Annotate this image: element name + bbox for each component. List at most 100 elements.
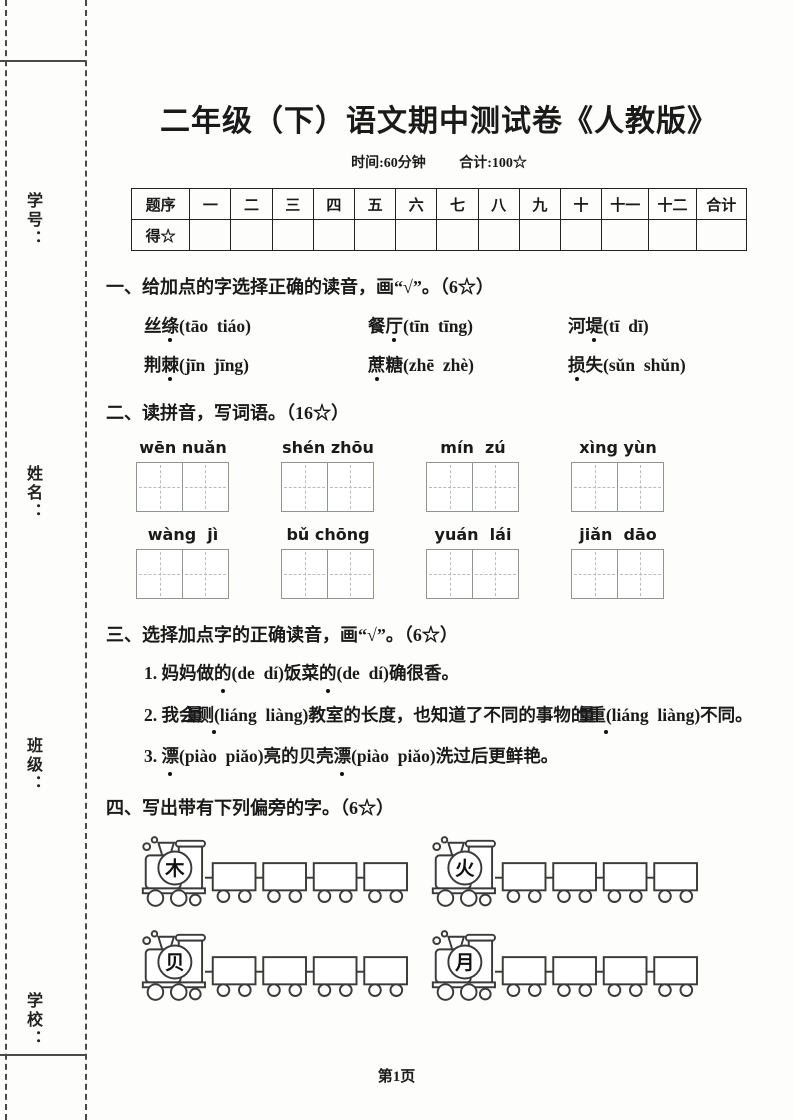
section1-row1: 丝绦(tāo tiáo) 餐厅(tīn tīng) 河堤(tī dī) xyxy=(100,313,778,338)
score-table-header-row: 题序 一 二 三 四 五 六 七 八 九 十 十一 十二 合计 xyxy=(130,188,748,220)
score-blank-cell xyxy=(312,219,356,251)
margin-dashed-line xyxy=(85,0,87,1120)
score-table-cell: 一 xyxy=(189,188,232,220)
radical-character: 贝 xyxy=(165,952,184,973)
margin-tick-top xyxy=(0,60,86,62)
pinyin-word-group: shén zhōu xyxy=(281,438,375,512)
pinyin-word-group: yuán lái xyxy=(426,525,520,599)
word-choice-item: 河堤(tī dī) xyxy=(568,313,649,338)
pinyin-label: wēn nuǎn xyxy=(139,438,227,457)
score-table-cell: 合计 xyxy=(695,188,748,220)
sentence-item: 3. 漂(piào piǎo)亮的贝壳漂(piào piǎo)洗过后更鲜艳。 xyxy=(100,741,778,772)
writing-cell xyxy=(281,549,328,599)
score-table-cell: 七 xyxy=(436,188,479,220)
writing-cell xyxy=(616,462,664,512)
score-table: 题序 一 二 三 四 五 六 七 八 九 十 十一 十二 合计 得☆ xyxy=(130,188,748,251)
word-choice-item: 荆棘(jīn jīng) xyxy=(144,352,368,377)
score-table-cell: 四 xyxy=(312,188,356,220)
writing-cell xyxy=(281,462,328,512)
score-table-cell: 三 xyxy=(271,188,314,220)
score-blank-cell xyxy=(601,219,650,251)
pinyin-word-group: wēn nuǎn xyxy=(136,438,230,512)
radical-character: 木 xyxy=(164,857,185,880)
writing-cell xyxy=(136,462,183,512)
section2-title: 二、读拼音，写词语。（16☆） xyxy=(106,403,349,423)
pinyin-label: wàng jì xyxy=(147,525,219,544)
word-choice-item: 餐厅(tīn tīng) xyxy=(368,313,568,338)
score-blank-cell xyxy=(271,219,314,251)
margin-tick-bottom xyxy=(0,1054,86,1056)
sentence-item: 2. 我会测量(liáng liàng)教室的长度，也知道了不同的事物的重量(l… xyxy=(144,704,753,725)
score-table-cell: 五 xyxy=(354,188,397,220)
section1-title: 一、给加点的字选择正确的读音，画“√”。（6☆） xyxy=(106,277,494,297)
radical-character: 月 xyxy=(454,952,474,973)
score-table-cell: 八 xyxy=(477,188,520,220)
student-id-label: 学号： xyxy=(24,192,41,249)
score-table-cell: 二 xyxy=(230,188,273,220)
word-choice-item: 损失(sǔn shǔn) xyxy=(568,352,686,377)
score-blank-cell xyxy=(395,219,438,251)
score-blank-cell xyxy=(518,219,561,251)
writing-cell xyxy=(181,462,229,512)
writing-cell xyxy=(616,549,664,599)
score-blank-cell xyxy=(559,219,603,251)
section1-row2: 荆棘(jīn jīng) 蔗糖(zhē zhè) 损失(sǔn shǔn) xyxy=(100,352,778,377)
score-table-cell: 十一 xyxy=(601,188,650,220)
score-blank-cell xyxy=(695,219,748,251)
radical-train-moon: 月 xyxy=(431,929,698,1001)
paper-meta: 时间:60分钟 合计:100☆ xyxy=(100,152,778,172)
writing-grid xyxy=(136,549,230,599)
radical-trains-area: 木 火 贝 月 xyxy=(100,834,778,1005)
radical-character: 火 xyxy=(455,858,475,880)
score-table-score-row: 得☆ xyxy=(130,219,748,251)
word-choice-item: 蔗糖(zhē zhè) xyxy=(368,352,568,377)
writing-grid xyxy=(281,549,375,599)
pinyin-word-group: jiǎn dāo xyxy=(571,525,665,599)
score-blank-cell xyxy=(189,219,232,251)
class-label: 班级： xyxy=(24,737,41,794)
writing-grid xyxy=(426,549,520,599)
score-blank-cell xyxy=(230,219,273,251)
writing-cell xyxy=(571,462,618,512)
pinyin-label: shén zhōu xyxy=(282,438,374,457)
radical-train-fire: 火 xyxy=(431,836,698,907)
pinyin-word-group: mín zú xyxy=(426,438,520,512)
section3-title: 三、选择加点字的正确读音，画“√”。（6☆） xyxy=(106,625,458,645)
section4-title: 四、写出带有下列偏旁的字。（6☆） xyxy=(106,797,394,818)
pinyin-grid-row1: wēn nuǎn shén zhōu mín zú xyxy=(100,438,778,512)
writing-cell xyxy=(326,462,374,512)
page-number: 第1页 xyxy=(377,1069,416,1085)
score-blank-cell xyxy=(436,219,479,251)
writing-cell xyxy=(471,549,519,599)
paper-content: 二年级（下）语文期中测试卷《人教版》 时间:60分钟 合计:100☆ 题序 一 … xyxy=(100,0,778,1005)
writing-cell xyxy=(326,549,374,599)
total-score: 合计:100☆ xyxy=(459,156,527,171)
writing-grid xyxy=(571,549,665,599)
score-blank-cell xyxy=(648,219,697,251)
student-name-label: 姓名： xyxy=(24,465,41,522)
sentence-item: 1. 妈妈做的(de dí)饭菜的(de dí)确很香。 xyxy=(100,658,778,689)
radical-train-shell: 贝 xyxy=(141,929,408,1001)
pinyin-grid-row2: wàng jì bǔ chōng yuán lái xyxy=(100,525,778,599)
writing-grid xyxy=(426,462,520,512)
writing-cell xyxy=(471,462,519,512)
score-table-cell: 六 xyxy=(395,188,438,220)
paper-title: 二年级（下）语文期中测试卷《人教版》 xyxy=(160,105,718,138)
pinyin-word-group: xìng yùn xyxy=(571,438,665,512)
writing-cell xyxy=(181,549,229,599)
pinyin-label: jiǎn dāo xyxy=(579,525,657,544)
score-table-cell: 九 xyxy=(518,188,561,220)
pinyin-word-group: bǔ chōng xyxy=(281,525,375,599)
time-limit: 时间:60分钟 xyxy=(351,156,426,171)
score-table-cell: 十二 xyxy=(648,188,697,220)
score-blank-cell xyxy=(354,219,397,251)
pinyin-label: mín zú xyxy=(440,438,506,457)
writing-cell xyxy=(426,462,473,512)
writing-cell xyxy=(136,549,183,599)
pinyin-word-group: wàng jì xyxy=(136,525,230,599)
writing-grid xyxy=(571,462,665,512)
writing-cell xyxy=(426,549,473,599)
score-blank-cell xyxy=(477,219,520,251)
score-row-label: 得☆ xyxy=(130,219,191,251)
radical-train-wood: 木 xyxy=(141,836,408,907)
